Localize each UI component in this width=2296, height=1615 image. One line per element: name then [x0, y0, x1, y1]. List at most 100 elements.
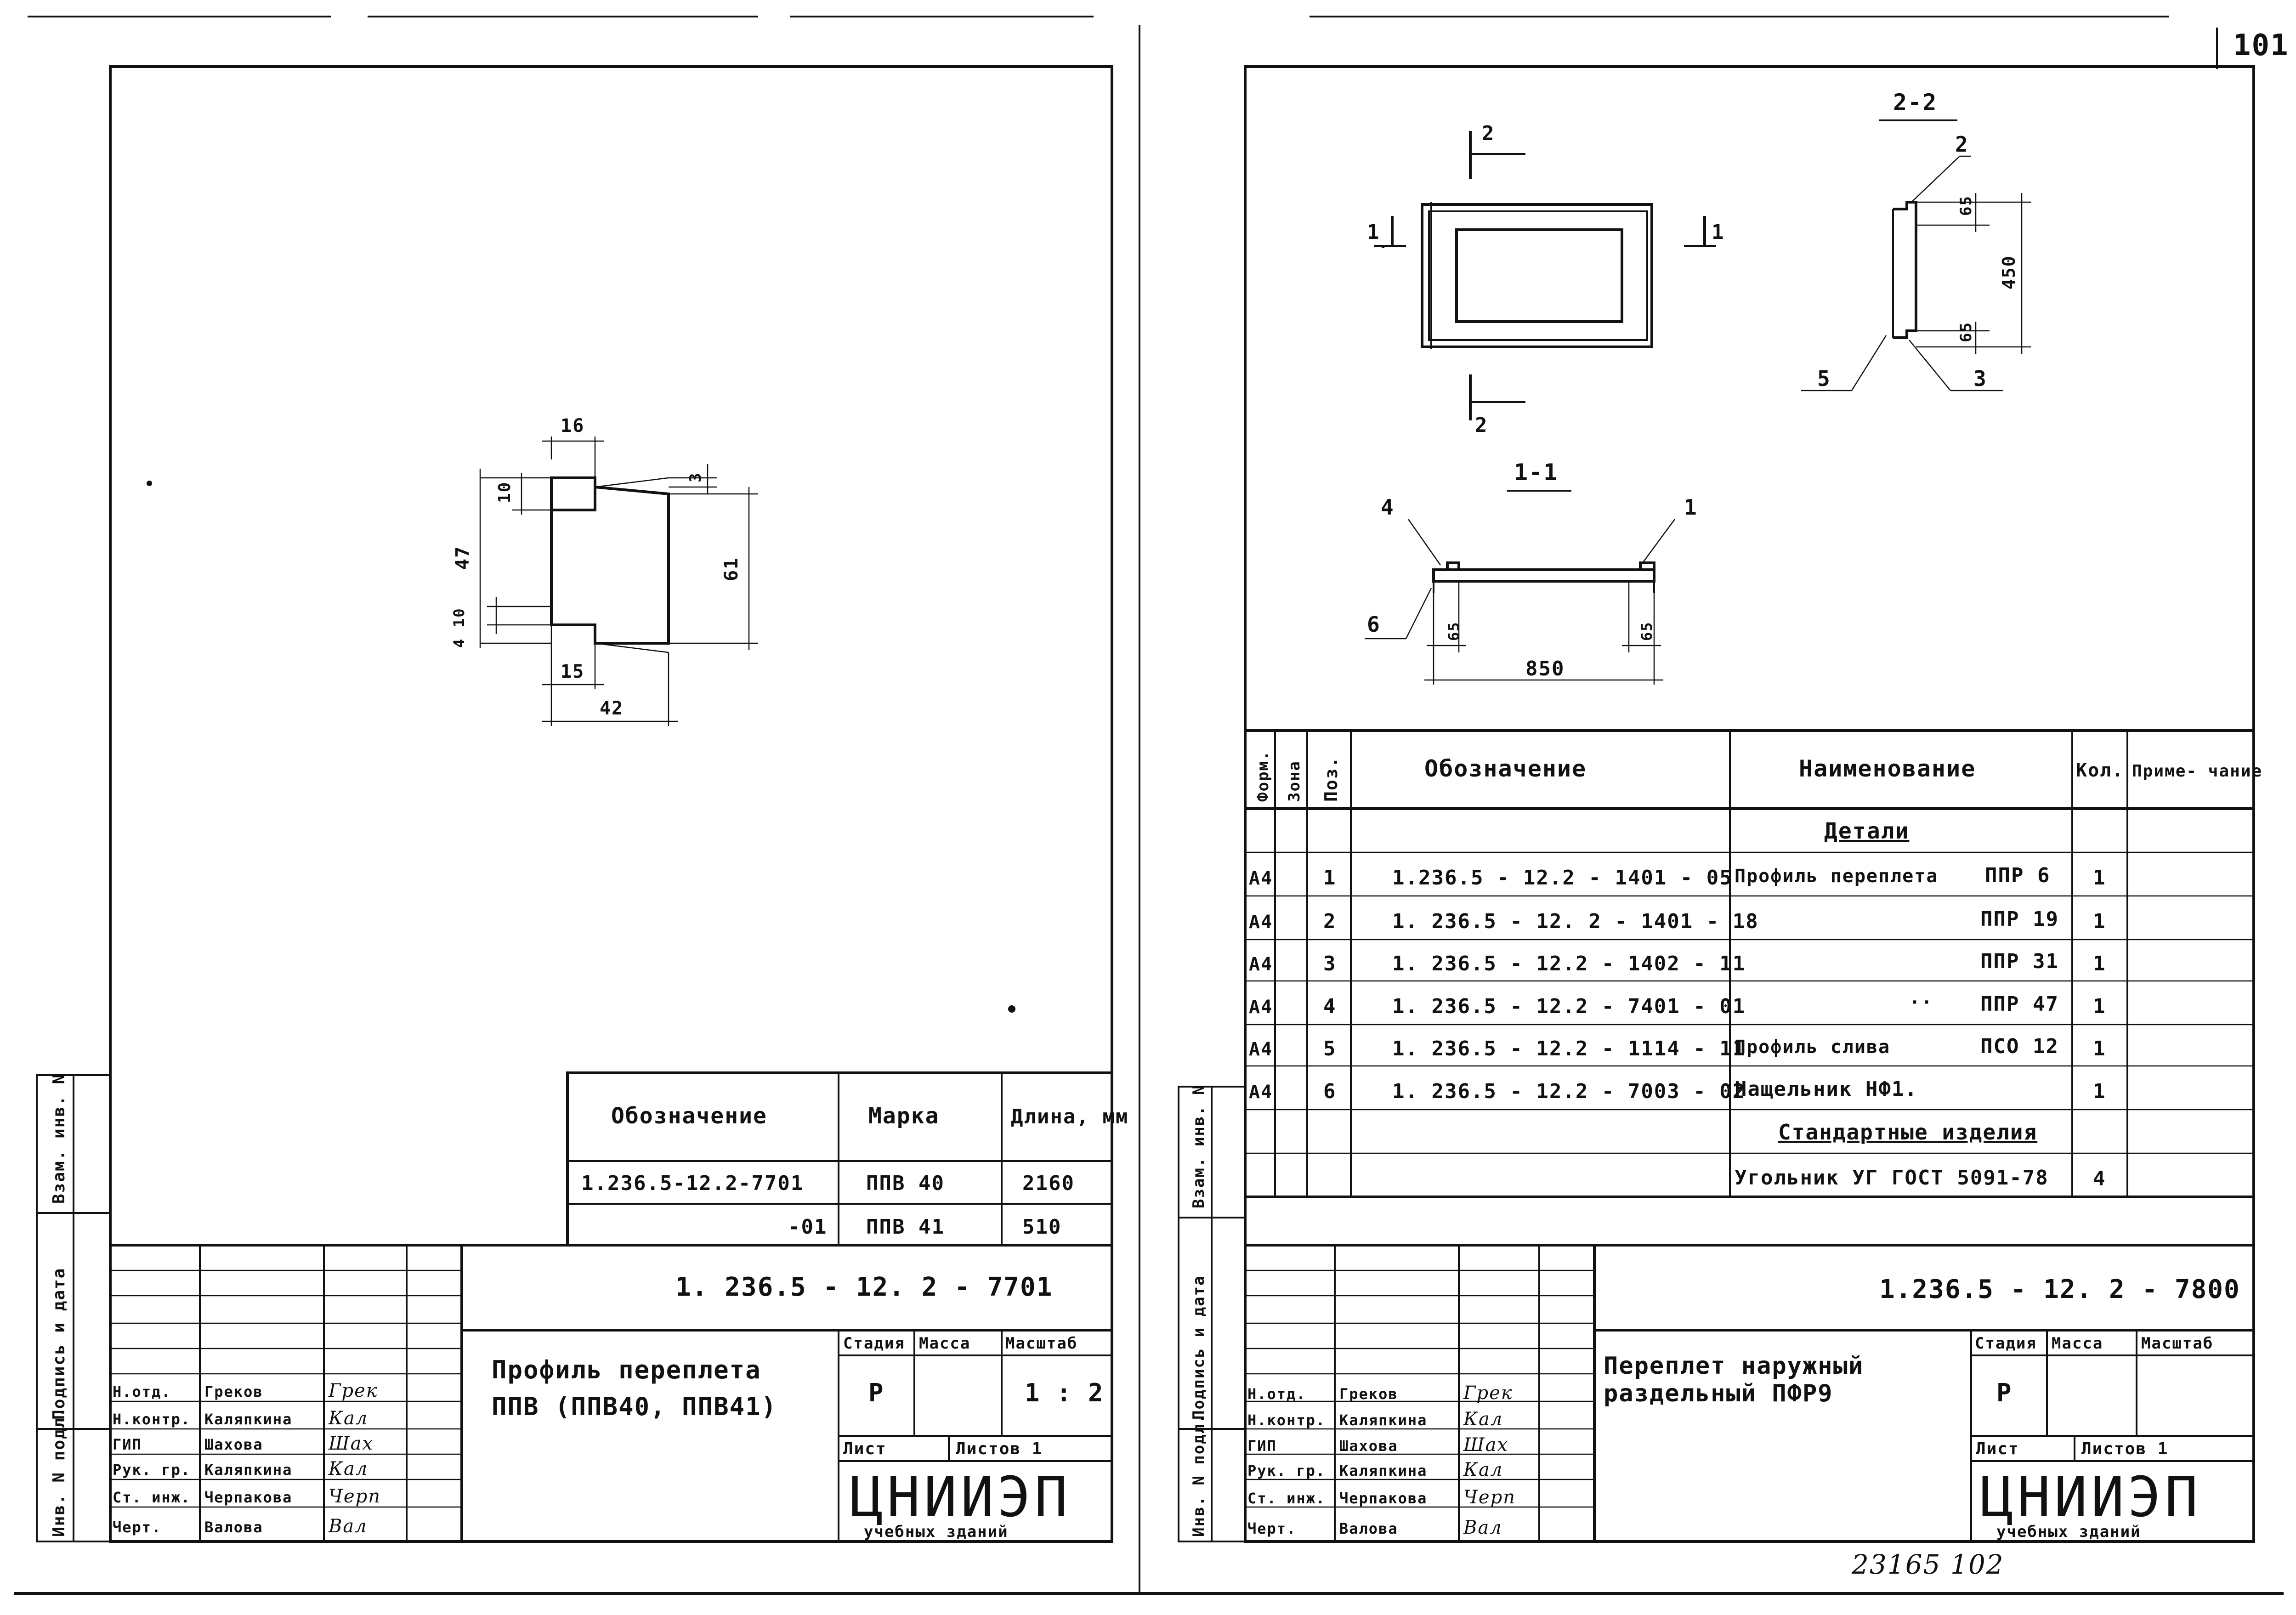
spec-row-designation: 1. 236.5 - 12.2 - 1402 - 11 [1392, 952, 1746, 975]
spec-header-format: Форм. [1254, 750, 1272, 802]
marks-row2-mark: ППВ 41 [866, 1215, 945, 1239]
right-staff-role: Ст. инж. [1247, 1490, 1326, 1507]
right-staff-name: Каляпкина [1339, 1462, 1427, 1479]
left-stage: Р [868, 1378, 884, 1407]
dim-16: 16 [561, 415, 584, 436]
dim-4: 4 [450, 638, 468, 648]
dim-850: 850 [1525, 657, 1565, 680]
dim-3: 3 [686, 472, 705, 482]
spec-row-name-left: Нащельник НФ1. [1735, 1077, 1918, 1101]
right-scale-label: Масштаб [2141, 1334, 2213, 1353]
dim-65-right: 65 [1638, 621, 1655, 641]
marks-row1-mark: ППВ 40 [866, 1172, 945, 1195]
left-doc-code: 1. 236.5 - 12. 2 - 7701 [675, 1272, 1053, 1302]
right-sheets-label: Листов 1 [2081, 1439, 2168, 1458]
marks-header-length: Длина, мм [1011, 1105, 1128, 1128]
callout-2: 2 [1955, 132, 1969, 157]
right-staff-sign: Шах [1463, 1434, 1508, 1456]
spec-header-designation: Обозначение [1424, 755, 1587, 782]
right-staff-name: Каляпкина [1339, 1411, 1427, 1429]
frame-front-view: 2 2 1 1 [1367, 122, 1724, 437]
left-staff-name: Каляпкина [204, 1411, 292, 1428]
right-org-name: ЦНИИЭП [1980, 1466, 2201, 1530]
left-side-stamp: Взам. инв. N Подпись и дата Инв. N подл. [36, 1073, 111, 1542]
right-staff-sign: Кал [1463, 1409, 1503, 1430]
spec-row-qty: 1 [2093, 866, 2106, 890]
spec-row-name-right: ППР 19 [1980, 907, 2059, 931]
marks-header-mark: Марка [868, 1103, 940, 1129]
right-staff-name: Шахова [1339, 1437, 1398, 1455]
spec-row-qty: 1 [2093, 1080, 2106, 1103]
spec-row-pos: 1 [1323, 866, 1337, 890]
spec-row-qty: 1 [2093, 1037, 2106, 1060]
spec-row-name-left: Профиль переплета [1735, 866, 1938, 887]
left-staff-role: Рук. гр. [113, 1461, 191, 1479]
callout-6: 6 [1367, 612, 1381, 637]
spec-row-name-right: ПСО 12 [1980, 1035, 2059, 1058]
left-org-sub: учебных зданий [864, 1523, 1009, 1541]
spec-table: Форм. Зона Поз. Обозначение Наименование… [1245, 729, 2262, 1198]
right-staff-sign: Кал [1463, 1459, 1503, 1480]
marks-row2-length: 510 [1022, 1215, 1061, 1239]
spec-row-designation: 1. 236.5 - 12.2 - 7401 - 01 [1392, 995, 1746, 1018]
section-2-2: 2-2 65 65 450 2 3 5 [1801, 89, 2031, 391]
left-org-logo: ЦНИИЭП учебных зданий [850, 1466, 1067, 1541]
spec-row-format: А4 [1249, 997, 1273, 1018]
spec-row-designation: 1. 236.5 - 12.2 - 1114 - 11 [1392, 1037, 1746, 1060]
right-side-stamp: Взам. инв. N Подпись и дата Инв. N подл. [1178, 1084, 1246, 1542]
left-staff-role: Ст. инж. [113, 1489, 191, 1506]
dim-450: 450 [1999, 255, 2019, 289]
spec-row-name-right: ППР 47 [1980, 992, 2059, 1016]
footer-note: 23165 102 [1851, 1549, 2004, 1580]
right-staff-sign: Грек [1463, 1383, 1513, 1404]
left-staff-sign: Кал [328, 1458, 368, 1479]
left-scale-label: Масштаб [1005, 1334, 1077, 1353]
marks-header-length-line: Длина, мм [1011, 1105, 1128, 1128]
dim-65-bottom: 65 [1957, 322, 1975, 342]
spec-row-pos: 4 [1323, 995, 1337, 1018]
right-title-block: 1.236.5 - 12. 2 - 7800 Переплет наружный… [1245, 1244, 2254, 1541]
spec-header-qty: Кол. [2076, 760, 2124, 781]
right-org-sub: учебных зданий [1996, 1523, 2141, 1541]
cut-mark-1-left: 1 [1367, 221, 1380, 244]
spec-row-qty: 1 [2093, 910, 2106, 933]
marks-header-designation: Обозначение [611, 1103, 767, 1129]
spec-row-name-right: ППР 31 [1980, 950, 2059, 973]
marks-row1-length: 2160 [1022, 1172, 1075, 1195]
left-staff-role: Н.контр. [113, 1411, 191, 1428]
marks-table: Обозначение Марка Длина, мм 1.236.5-12.2… [566, 1071, 1128, 1247]
left-staff-list: Н.отд. Греков Грек Н.контр. Каляпкина Ка… [113, 1380, 381, 1537]
right-staff-role: Черт. [1247, 1520, 1296, 1537]
spec-row-format: А4 [1249, 1082, 1273, 1103]
left-sheet: Взам. инв. N Подпись и дата Инв. N подл.… [36, 65, 1128, 1543]
right-doc-code: 1.236.5 - 12. 2 - 7800 [1879, 1275, 2240, 1304]
spec-row-name-left: Профиль слива [1735, 1037, 1890, 1058]
left-staff-sign: Вал [328, 1516, 368, 1537]
spec-row-pos: 3 [1323, 952, 1337, 975]
spec-row-qty: 1 [2093, 995, 2106, 1018]
right-sheet: Взам. инв. N Подпись и дата Инв. N подл.… [1178, 65, 2262, 1580]
section-2-2-label: 2-2 [1893, 89, 1937, 116]
left-stage-label: Стадия [843, 1334, 905, 1353]
dim-65-top: 65 [1957, 195, 1975, 216]
left-title-line2: ППВ (ППВ40, ППВ41) [492, 1392, 777, 1421]
right-staff-name: Валова [1339, 1520, 1398, 1537]
right-staff-list: Н.отд. Греков Грек Н.контр. Каляпкина Ка… [1247, 1383, 1516, 1538]
spec-row-format: А4 [1249, 954, 1273, 975]
left-staff-role: Черт. [113, 1519, 161, 1536]
dim-10-bottom: 10 [450, 607, 468, 627]
left-title-line1: Профиль переплета [492, 1355, 761, 1384]
spec-header-pos: Поз. [1321, 756, 1341, 802]
section-1-1: 1-1 65 65 850 4 1 6 [1365, 459, 1697, 685]
spec-row-designation: 1.236.5 - 12.2 - 1401 - 05 [1392, 866, 1733, 890]
dim-42: 42 [600, 698, 624, 719]
spec-header-note: Приме- чание [2132, 762, 2262, 781]
left-sheet-label: Лист [843, 1439, 887, 1458]
right-stamp-signature: Подпись и дата [1190, 1275, 1208, 1420]
dim-65-left: 65 [1445, 621, 1463, 641]
right-staff-sign: Черп [1463, 1487, 1516, 1508]
spec-row-name-right: ППР 6 [1985, 864, 2050, 887]
left-staff-role: ГИП [113, 1436, 142, 1453]
spec-standard-name: Угольник УГ ГОСТ 5091-78 [1735, 1166, 2049, 1190]
left-staff-sign: Черп [329, 1486, 381, 1507]
